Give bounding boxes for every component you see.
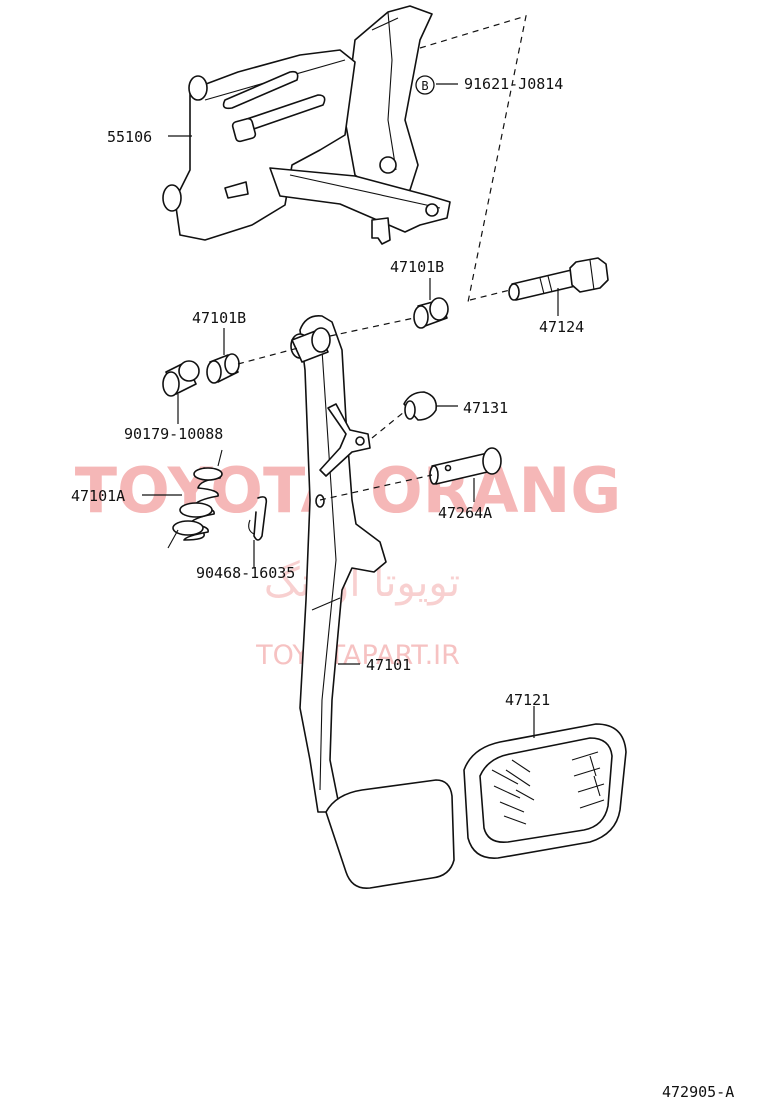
bush-left xyxy=(206,353,240,384)
pad-tread xyxy=(491,751,605,825)
pedal-pad xyxy=(463,723,627,859)
label-pin: 47264A xyxy=(438,504,492,522)
label-pedal-arm: 47101 xyxy=(366,656,411,674)
pivot-bolt xyxy=(508,257,609,301)
label-bush-left: 47101B xyxy=(192,309,246,327)
stopper xyxy=(403,391,438,421)
clip xyxy=(248,496,268,541)
b-marker-circle xyxy=(415,75,435,95)
label-collar: 90179-10088 xyxy=(124,425,223,443)
label-stopper: 47131 xyxy=(463,399,508,417)
assembly-lines xyxy=(237,15,527,501)
label-pedal-pad: 47121 xyxy=(505,691,550,709)
figure-code: 472905-A xyxy=(662,1083,734,1101)
pedal-arm xyxy=(290,314,455,889)
collar xyxy=(162,360,200,397)
leader-lines xyxy=(142,83,559,738)
label-bush-right: 47101B xyxy=(390,258,444,276)
label-bolt-b: 91621-J0814 xyxy=(464,75,563,93)
clevis-pin xyxy=(429,447,502,485)
label-clip: 90468-16035 xyxy=(196,564,295,582)
label-pivot-bolt: 47124 xyxy=(539,318,584,336)
b-marker: B xyxy=(421,79,428,93)
callout-labels: 55106 B 91621-J0814 47101B 47124 47101B … xyxy=(71,75,734,1101)
bush-right xyxy=(413,297,449,329)
pedal-bracket xyxy=(162,5,451,245)
label-bracket: 55106 xyxy=(107,128,152,146)
return-spring xyxy=(167,449,223,549)
label-spring: 47101A xyxy=(71,487,125,505)
watermark-site: TOYOTAPART.IR xyxy=(255,640,460,671)
